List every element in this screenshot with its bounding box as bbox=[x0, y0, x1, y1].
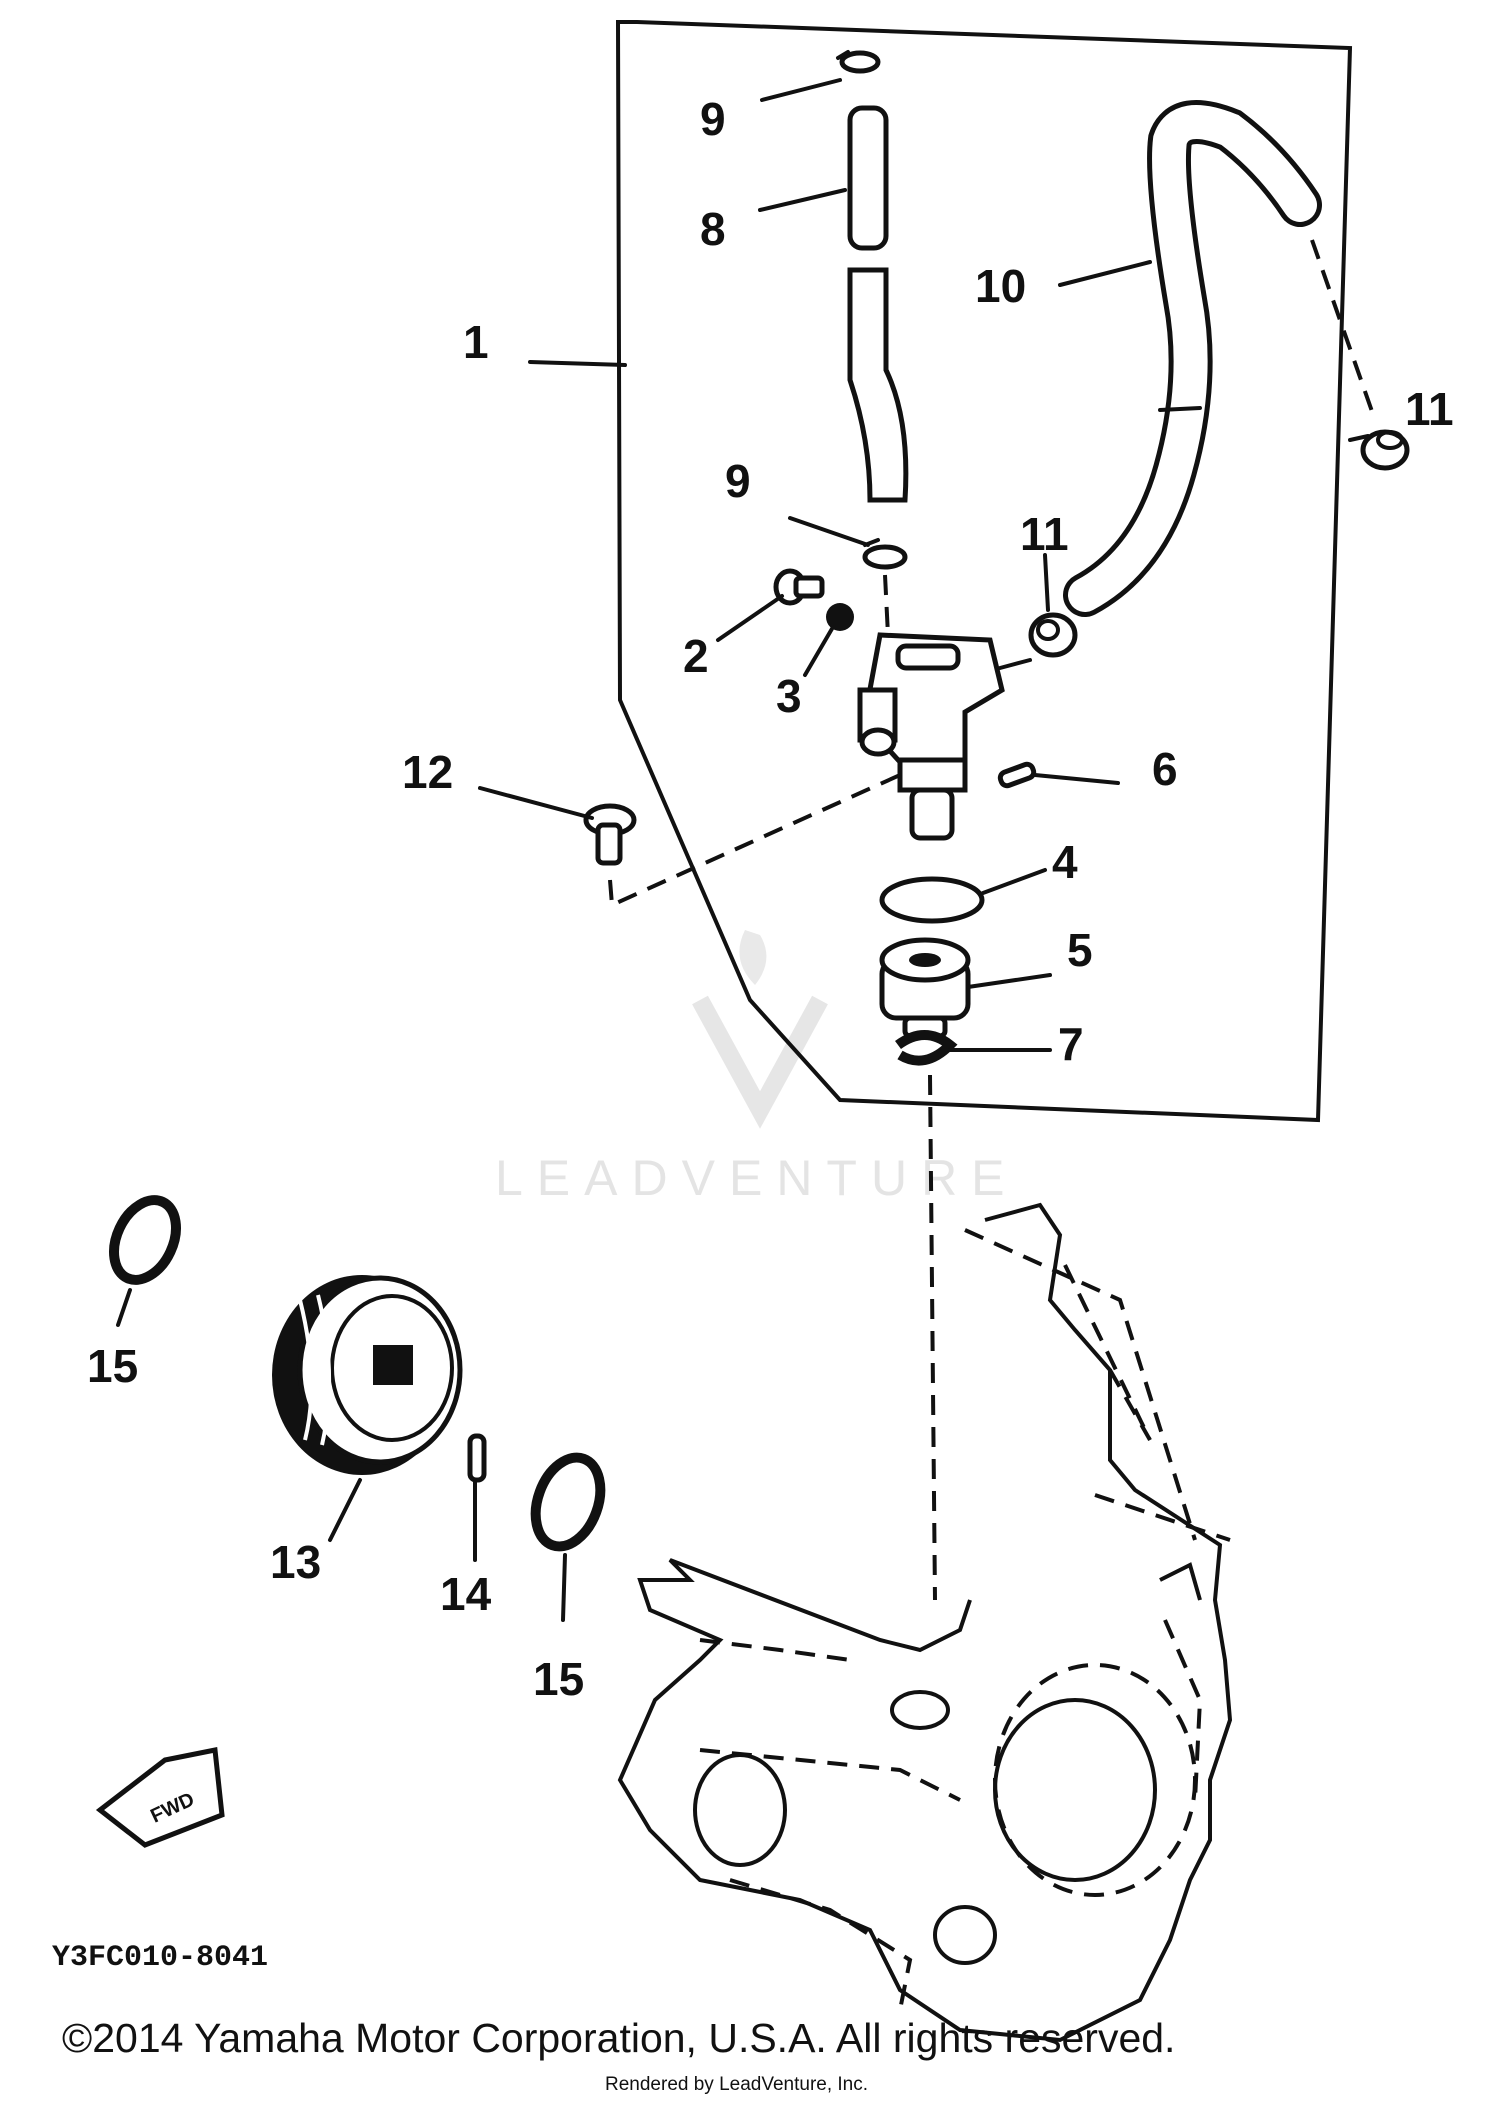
callout-1: 1 bbox=[463, 316, 489, 368]
callout-8: 8 bbox=[700, 203, 726, 255]
callout-5: 5 bbox=[1067, 924, 1093, 976]
dash-12-pump bbox=[608, 773, 901, 908]
cap-11-mid bbox=[1028, 612, 1078, 658]
dash-9-pump bbox=[883, 574, 890, 636]
hose-8 bbox=[847, 105, 909, 503]
cap-11-right bbox=[1360, 429, 1410, 471]
callout-14: 14 bbox=[440, 1568, 492, 1620]
callout-3: 3 bbox=[776, 670, 802, 722]
callout-15-left: 15 bbox=[87, 1340, 138, 1392]
pin-14 bbox=[467, 1433, 487, 1483]
clip-9-top bbox=[836, 50, 881, 74]
hose-10 bbox=[1063, 100, 1322, 617]
callout-9-top: 9 bbox=[700, 93, 726, 145]
fwd-arrow: FWD bbox=[95, 1747, 225, 1848]
callout-15-right: 15 bbox=[533, 1653, 584, 1705]
screw-12 bbox=[583, 803, 637, 866]
washer-3 bbox=[826, 603, 854, 631]
crankcase-cover bbox=[617, 1202, 1233, 2043]
oil-seal-15-left bbox=[109, 1195, 181, 1285]
oil-pump-body bbox=[857, 632, 1032, 841]
screw-2 bbox=[773, 568, 825, 606]
oil-seal-15-right bbox=[530, 1452, 606, 1552]
assembly-frame bbox=[615, 20, 1353, 1123]
watermark-text: LEADVENTURE bbox=[495, 1150, 1019, 1206]
callout-12: 12 bbox=[402, 746, 453, 798]
pulley-13 bbox=[272, 1275, 463, 1475]
circlip-7 bbox=[895, 1030, 958, 1066]
callouts: 1 2 3 4 5 6 7 8 9 9 10 11 11 12 13 14 15… bbox=[87, 93, 1454, 1705]
callout-13: 13 bbox=[270, 1536, 321, 1588]
callout-11-mid: 11 bbox=[1020, 508, 1069, 560]
o-ring-4 bbox=[879, 876, 985, 924]
leadventure-watermark: LEADVENTURE bbox=[495, 930, 1019, 1206]
gear-5 bbox=[879, 937, 971, 1039]
rendered-by-text: Rendered by LeadVenture, Inc. bbox=[605, 2074, 868, 2095]
pin-6 bbox=[997, 761, 1037, 789]
copyright-text: ©2014 Yamaha Motor Corporation, U.S.A. A… bbox=[62, 2015, 1175, 2061]
dash-pump-case bbox=[928, 1074, 937, 1601]
callout-6: 6 bbox=[1152, 743, 1178, 795]
clip-9-mid bbox=[862, 538, 908, 570]
callout-11-right: 11 bbox=[1405, 383, 1454, 435]
callout-10: 10 bbox=[975, 260, 1026, 312]
callout-2: 2 bbox=[683, 630, 709, 682]
drawing-code: Y3FC010-8041 bbox=[52, 1941, 268, 1975]
callout-9-mid: 9 bbox=[725, 455, 751, 507]
callout-7: 7 bbox=[1058, 1018, 1084, 1070]
leader-lines bbox=[116, 78, 1370, 1622]
callout-4: 4 bbox=[1052, 836, 1078, 888]
